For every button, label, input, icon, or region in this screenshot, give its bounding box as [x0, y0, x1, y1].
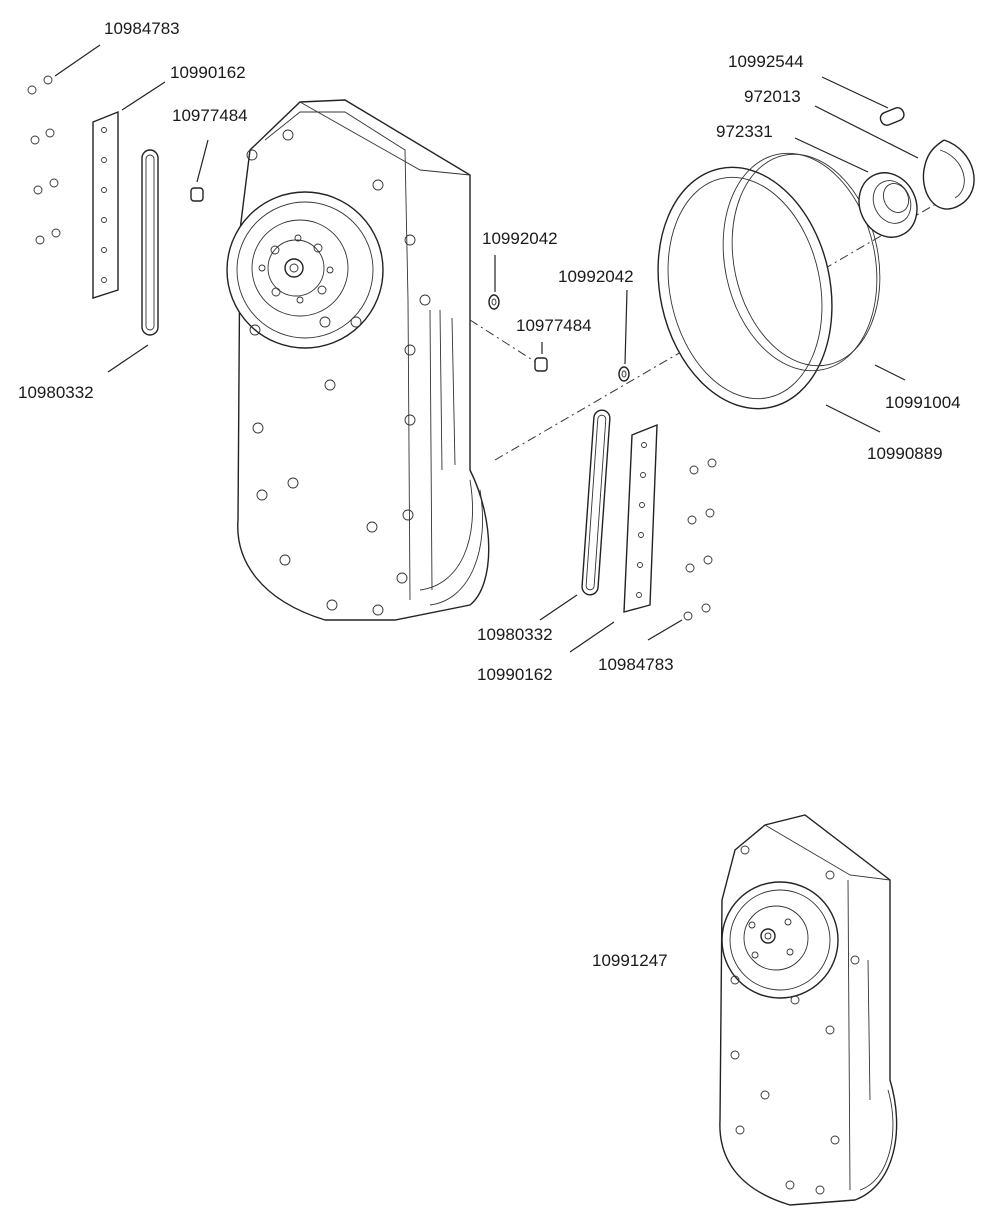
label-assembly: 10991247 [592, 951, 668, 970]
dowel [879, 107, 905, 126]
plate-left [92, 110, 119, 299]
screws-left [27, 75, 61, 245]
label-screw-right: 10984783 [598, 655, 674, 674]
plate-left-holes [101, 127, 107, 283]
seal-left [141, 149, 159, 336]
gearbox-assembly-small [719, 814, 898, 1206]
screws-right [683, 458, 717, 621]
label-screw-top-left: 10984783 [104, 19, 180, 38]
ring-inner [722, 152, 881, 372]
label-seal-left: 10980332 [18, 383, 94, 402]
label-pin-middle: 10977484 [516, 316, 592, 335]
pin-top-left [190, 187, 204, 202]
label-circlip: 972013 [744, 87, 801, 106]
ring-outer [657, 166, 833, 410]
gearbox-housing [226, 99, 490, 621]
washer-lower [618, 366, 630, 382]
label-seal-right: 10980332 [477, 625, 553, 644]
label-plate-right: 10990162 [477, 665, 553, 684]
bearing [858, 172, 918, 238]
washer-upper [488, 294, 500, 310]
plate-right [623, 423, 658, 613]
circlip [922, 139, 975, 210]
label-ring-inner: 10991004 [885, 393, 961, 412]
label-washer-upper: 10992042 [482, 229, 558, 248]
label-dowel: 10992544 [728, 52, 804, 71]
label-ring-outer: 10990889 [867, 444, 943, 463]
part-labels: 10984783 10990162 10977484 10980332 1099… [18, 19, 961, 970]
leader-lines [54, 44, 919, 653]
label-pin-top-left: 10977484 [172, 106, 248, 125]
label-plate-top-left: 10990162 [170, 63, 246, 82]
label-bearing: 972331 [716, 122, 773, 141]
seal-right [581, 409, 611, 596]
label-washer-lower: 10992042 [558, 267, 634, 286]
pin-middle [534, 357, 548, 372]
plate-right-holes [636, 442, 647, 598]
assembly-axis-upper [469, 319, 546, 369]
